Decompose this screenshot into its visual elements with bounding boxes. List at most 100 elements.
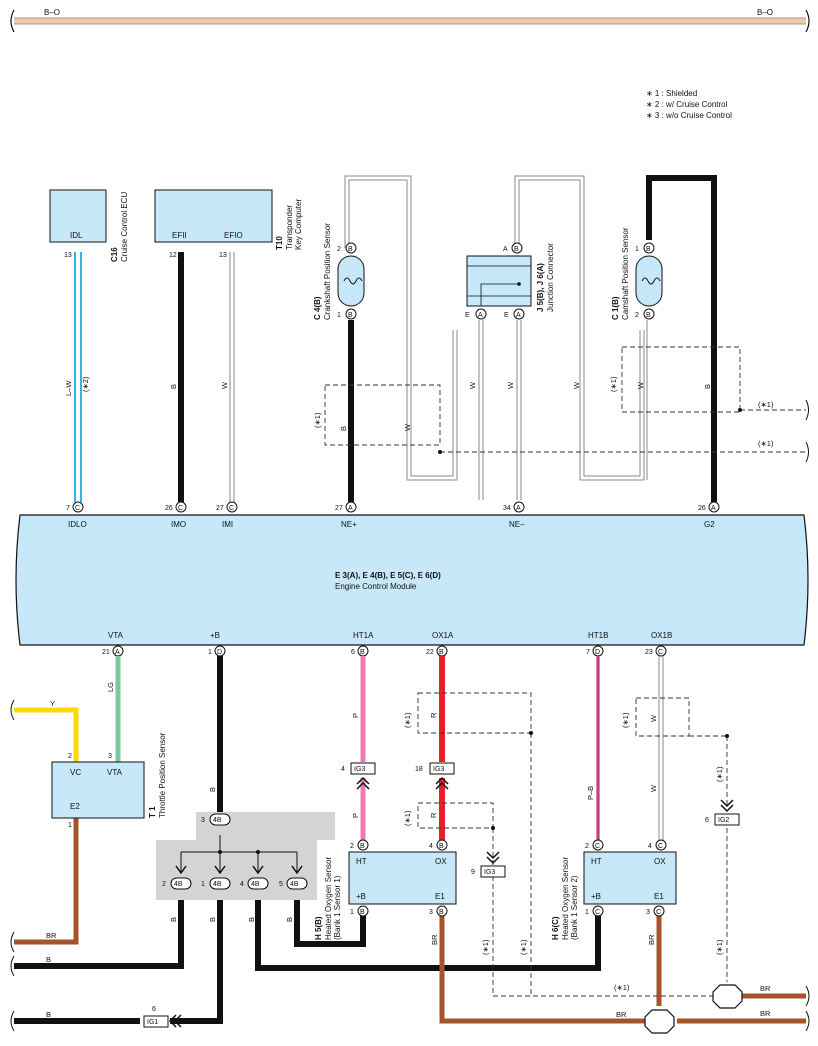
note-2: ∗ 2 : w/ Cruise Control — [646, 100, 728, 109]
j5-id: J 5(B), J 6(A) — [536, 263, 545, 312]
wire-br-bottom: BR — [616, 1010, 627, 1019]
t10-name1: Transponder — [285, 205, 294, 250]
t10-pin2: 13 — [219, 252, 227, 259]
t1-e2: E2 — [70, 802, 80, 811]
h5-letter-ox: B — [439, 843, 444, 850]
t1-vta: VTA — [107, 768, 123, 777]
j5-name: Junction Connector — [546, 243, 555, 312]
c16-pin: 13 — [64, 252, 72, 259]
ig1-label: IG1 — [147, 1019, 158, 1026]
c1-name: Camshaft Position Sensor — [621, 227, 630, 320]
ig3-c-pin: 9 — [471, 869, 475, 876]
shield-mark-h5c: (∗1) — [481, 939, 490, 955]
top-wires — [74, 175, 717, 502]
h6-pin-ht: 2 — [585, 843, 589, 850]
ig3-a-label: IG3 — [354, 766, 365, 773]
ecm-top-pin-name: G2 — [704, 520, 715, 529]
h5-letter-e1: B — [439, 909, 444, 916]
shield-mark-h6c: (∗1) — [715, 939, 724, 955]
wire-w-ox1b-b: W — [649, 784, 658, 792]
wire-b-crank: B — [339, 426, 348, 431]
c4-pin-top: 2 — [337, 246, 341, 253]
h6-id: H 6(C) — [551, 916, 560, 940]
c4-id: C 4(B) — [313, 296, 322, 320]
wire-b-left: B — [46, 955, 51, 964]
ecm-bottom-pin-socket — [655, 645, 667, 657]
wire-b-plusb: B — [208, 787, 217, 792]
h5-name2: (Bank 1 Sensor 1) — [333, 875, 342, 940]
j5-pin-e2: E — [504, 312, 509, 319]
j4b-pin-3: 3 — [201, 817, 205, 824]
h6-letter-pb: C — [595, 909, 600, 916]
wire-w-crank: W — [403, 423, 412, 431]
ecm-top-pin-letter: A — [348, 505, 353, 512]
ecm-top-pin-socket — [175, 501, 187, 513]
ecm-bottom-pin-letter: B — [439, 649, 444, 656]
ecm-bottom-pin-number: 7 — [586, 649, 590, 656]
ecm-top-pin-number: 27 — [335, 505, 343, 512]
ecm-subtitle: Engine Control Module — [335, 582, 417, 591]
h5-id: H 5(B) — [314, 916, 323, 940]
h6-e1: E1 — [654, 892, 664, 901]
h5-letter-pb: B — [360, 909, 365, 916]
ig3-c-label: IG3 — [484, 869, 495, 876]
shielded-routes — [344, 175, 645, 500]
ig3-a-pin: 4 — [341, 766, 345, 773]
h5-oxygen-sensor-1: B B B B HT OX +B E1 2 4 1 3 H 5(B) Heate… — [314, 712, 528, 955]
h5-pb: +B — [356, 892, 366, 901]
h6-letter-e1: C — [656, 909, 661, 916]
bus-label-left: B–O — [44, 8, 60, 17]
h6-oxygen-sensor-2: C C C C HT OX +B E1 2 4 1 3 H 6(C) Heate… — [551, 712, 771, 1019]
ecm-top-pin-letter: C — [178, 505, 183, 512]
wire-w-j3: W — [572, 381, 581, 389]
wire-y: Y — [50, 699, 55, 708]
t10-transponder: EFII EFIO 12 13 T10 Transponder Key Comp… — [154, 189, 303, 389]
ecm-top-pin-number: 26 — [698, 505, 706, 512]
ecm-bottom-pin-letter: B — [360, 649, 365, 656]
c4-name: Crankshaft Position Sensor — [323, 223, 332, 320]
ig3-b-label: IG3 — [433, 766, 444, 773]
wire-b-cam: B — [703, 384, 712, 389]
ecm-top-pin-name: NE– — [509, 520, 525, 529]
wire-w-j1: W — [468, 381, 477, 389]
wire-b-g1: B — [208, 917, 217, 922]
connector-ig3-a: IG3 4 — [341, 762, 376, 790]
t1-vc: VC — [70, 768, 81, 777]
ecm-top-pin-number: 7 — [66, 505, 70, 512]
ecm-bottom-pin-name: VTA — [108, 631, 124, 640]
wire-p-1: P — [351, 713, 360, 718]
wire-lg: LG — [106, 682, 115, 692]
ig2-label: IG2 — [718, 817, 729, 824]
c1-letter-bot: B — [646, 312, 651, 319]
h5-pin-pb: 1 — [350, 909, 354, 916]
shield-mark-h5b: (∗1) — [403, 810, 412, 826]
ecm-top-pin-letter: A — [516, 505, 521, 512]
c1-pin-bot: 2 — [635, 312, 639, 319]
h6-ht: HT — [591, 857, 602, 866]
wire-r-1: R — [429, 712, 438, 718]
ecm-title: E 3(A), E 4(B), E 5(C), E 6(D) — [335, 571, 441, 580]
j5-letter-e2: A — [516, 312, 521, 319]
wire-b-g4: B — [247, 917, 256, 922]
h5-pin-ox: 4 — [429, 843, 433, 850]
ecm-top-pin-number: 34 — [503, 505, 511, 512]
t1-id: T 1 — [148, 806, 157, 818]
bottom-wires — [14, 656, 806, 1024]
note-1: ∗ 1 : Shielded — [646, 89, 697, 98]
j4b-pin-1: 1 — [201, 881, 205, 888]
h5-e1: E1 — [435, 892, 445, 901]
t1-pin-vta: 3 — [108, 753, 112, 760]
connector-ig2: IG2 6 — [705, 799, 740, 826]
wire-ends — [10, 699, 810, 1032]
h6-letter-ox: C — [658, 843, 663, 850]
h5-ox: OX — [435, 857, 447, 866]
shield-mark-h6a: (∗1) — [621, 712, 630, 728]
ecm-top-pin-number: 26 — [165, 505, 173, 512]
j4b-label-2: 4B — [174, 881, 183, 888]
ecm-top-pin-number: 27 — [216, 505, 224, 512]
c4-pin-bot: 1 — [337, 312, 341, 319]
wire-br-r1: BR — [760, 984, 771, 993]
t10-t1: EFII — [172, 231, 187, 240]
ground-splice-1 — [712, 984, 743, 1009]
